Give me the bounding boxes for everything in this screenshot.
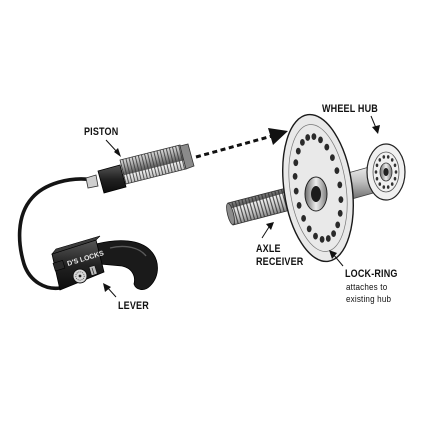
lock-ring-hole (337, 181, 343, 189)
lever: D'S LOCKS (51, 235, 158, 291)
hub-spoke-hole (375, 163, 379, 168)
lock-ring-hole (325, 235, 331, 242)
lock-ring-hole (300, 139, 305, 146)
lock-ring-sub-2: existing hub (346, 294, 392, 305)
lock-ring-hole (301, 215, 306, 222)
lock-ring-hole (311, 133, 317, 141)
lock-ring-hole (318, 136, 323, 144)
lock-ring-hole (335, 221, 341, 229)
lock-ring-hole (292, 173, 298, 180)
lock-ring-hole (295, 147, 301, 155)
travel-dashed-line (195, 134, 273, 159)
lock-ring-leader (332, 253, 344, 267)
hub-spoke-hole (386, 185, 390, 189)
lock-ring-hole (293, 187, 299, 195)
axle-label-line2: RECEIVER (256, 256, 304, 268)
hub-spoke-hole (375, 176, 379, 181)
lock-ring-hole (306, 225, 312, 233)
lock-ring-hole (293, 159, 299, 167)
hub-spoke-hole (393, 176, 397, 181)
lock-ring-hole (305, 134, 311, 141)
hub-spoke-hole (390, 182, 394, 186)
lever-label: LEVER (118, 300, 149, 312)
hub-spoke-hole (382, 155, 386, 159)
wheel-hub (366, 143, 406, 201)
wheel-hub-label: WHEEL HUB (322, 103, 378, 115)
lock-ring-hole (330, 154, 335, 162)
lock-ring-hole (324, 143, 330, 151)
lock-ring-hole (296, 202, 302, 209)
hub-spoke-hole (378, 158, 382, 162)
hub-spoke-hole (393, 163, 397, 168)
hub-spoke-hole (394, 170, 398, 174)
hub-spoke-hole (386, 155, 390, 159)
axle-leader (261, 226, 270, 239)
hub-spoke-hole (382, 185, 386, 189)
lock-ring-label: LOCK-RING (345, 268, 398, 280)
lock-ring-hole (313, 232, 318, 240)
lock-ring-hole (337, 209, 343, 217)
travel-arrowhead (268, 128, 288, 145)
hub-spoke-hole (378, 182, 382, 186)
lock-ring (282, 113, 354, 263)
lock-ring-hole (338, 196, 344, 204)
hub-spoke-hole (374, 170, 378, 174)
lock-ring-hole (331, 230, 336, 238)
lock-ring-hole (319, 236, 325, 243)
cable (17, 177, 96, 291)
piston-label: PISTON (84, 126, 119, 138)
axle-label-line1: AXLE (256, 243, 281, 255)
lock-ring-hole (334, 167, 340, 175)
hub-spoke-hole (390, 158, 394, 162)
wheel-hub-leader (370, 115, 377, 129)
piston (85, 143, 195, 194)
lock-ring-sub-1: attaches to (346, 282, 388, 293)
